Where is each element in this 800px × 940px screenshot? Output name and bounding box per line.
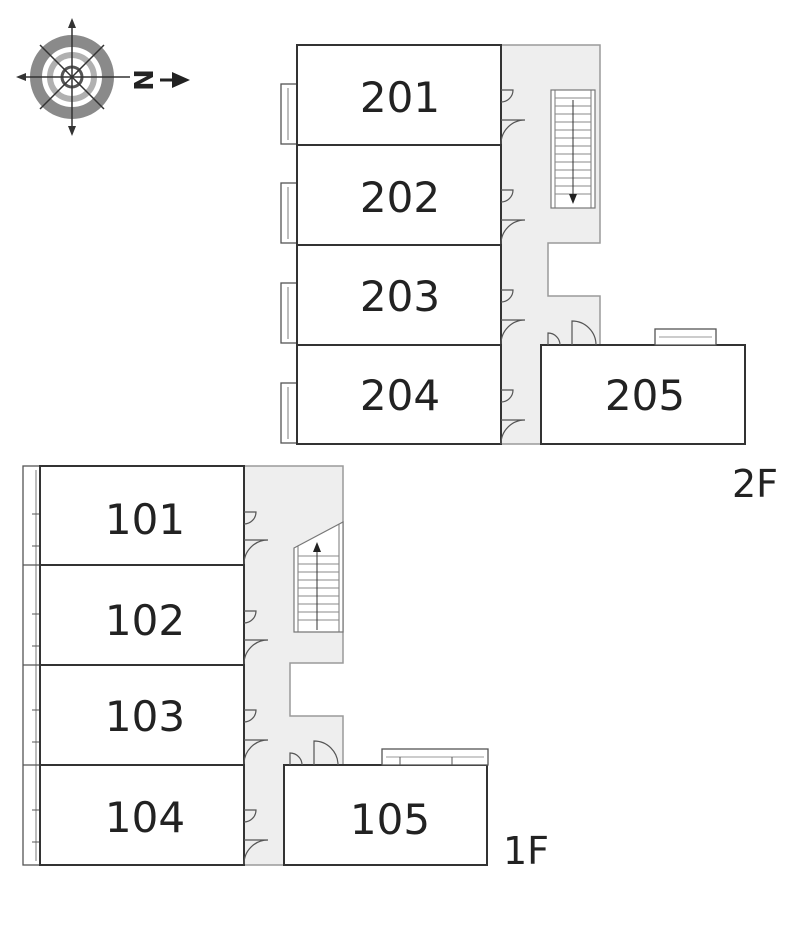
balcony-205 (654, 328, 717, 346)
balconies-2f (280, 83, 298, 444)
room-label-103: 103 (105, 692, 185, 741)
balconies-1f (22, 465, 41, 866)
compass-icon: N (16, 18, 190, 136)
room-label-102: 102 (105, 596, 185, 645)
doors-2f (500, 89, 597, 445)
room-202 (296, 144, 502, 246)
floor-1f: 101 102 103 104 105 1F (22, 465, 549, 873)
room-label-203: 203 (360, 272, 440, 321)
doors-1f (243, 511, 339, 865)
room-101 (39, 465, 245, 566)
room-104 (39, 764, 245, 866)
staircase-2f (550, 89, 596, 209)
room-label-104: 104 (105, 793, 185, 842)
room-label-101: 101 (105, 495, 185, 544)
room-103 (39, 664, 245, 766)
room-205 (540, 344, 746, 445)
room-label-205: 205 (605, 371, 685, 420)
north-label: N (127, 69, 157, 91)
north-arrow-icon (172, 72, 190, 88)
staircase-1f (293, 521, 344, 633)
stair-up-arrow-icon (313, 542, 321, 552)
floor-2f: 201 202 203 204 205 2F (280, 44, 778, 506)
room-204 (296, 344, 502, 445)
room-label-204: 204 (360, 371, 440, 420)
room-label-202: 202 (360, 173, 440, 222)
room-label-201: 201 (360, 73, 440, 122)
stair-down-arrow-icon (569, 194, 577, 204)
floor-label-2f: 2F (732, 462, 778, 506)
room-102 (39, 564, 245, 666)
floor-label-1f: 1F (503, 829, 549, 873)
room-label-105: 105 (350, 795, 430, 844)
room-203 (296, 244, 502, 346)
balcony-105 (381, 748, 489, 766)
room-105 (283, 764, 488, 866)
